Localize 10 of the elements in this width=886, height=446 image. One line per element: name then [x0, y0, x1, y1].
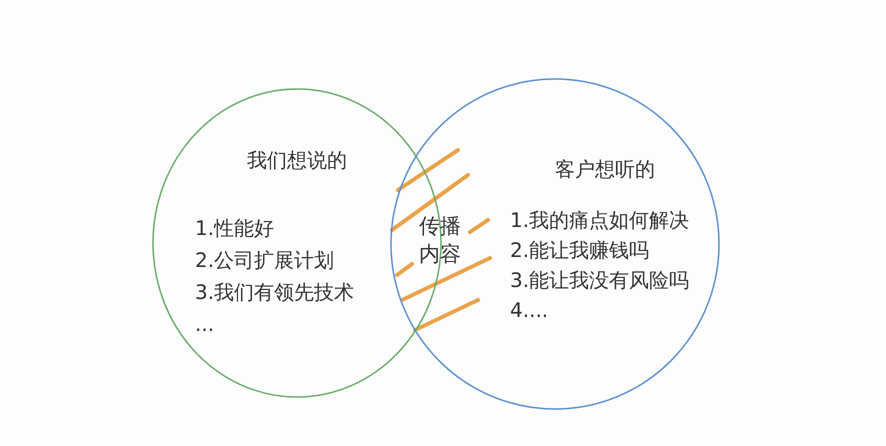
list-item: 3.能让我没有风险吗 [510, 268, 690, 292]
list-item: 2.公司扩展计划 [195, 248, 334, 272]
heading-text: 客户想听的 [555, 157, 655, 181]
list-item: 1.我的痛点如何解决 [510, 208, 690, 232]
heading-text: 我们想说的 [247, 148, 347, 172]
list-item: 4.... [510, 298, 548, 322]
list-item: 1.性能好 [195, 216, 274, 240]
list-item: 2.能让我赚钱吗 [510, 238, 650, 262]
list-item: ... [195, 312, 214, 336]
list-item: 3.我们有领先技术 [195, 280, 354, 304]
